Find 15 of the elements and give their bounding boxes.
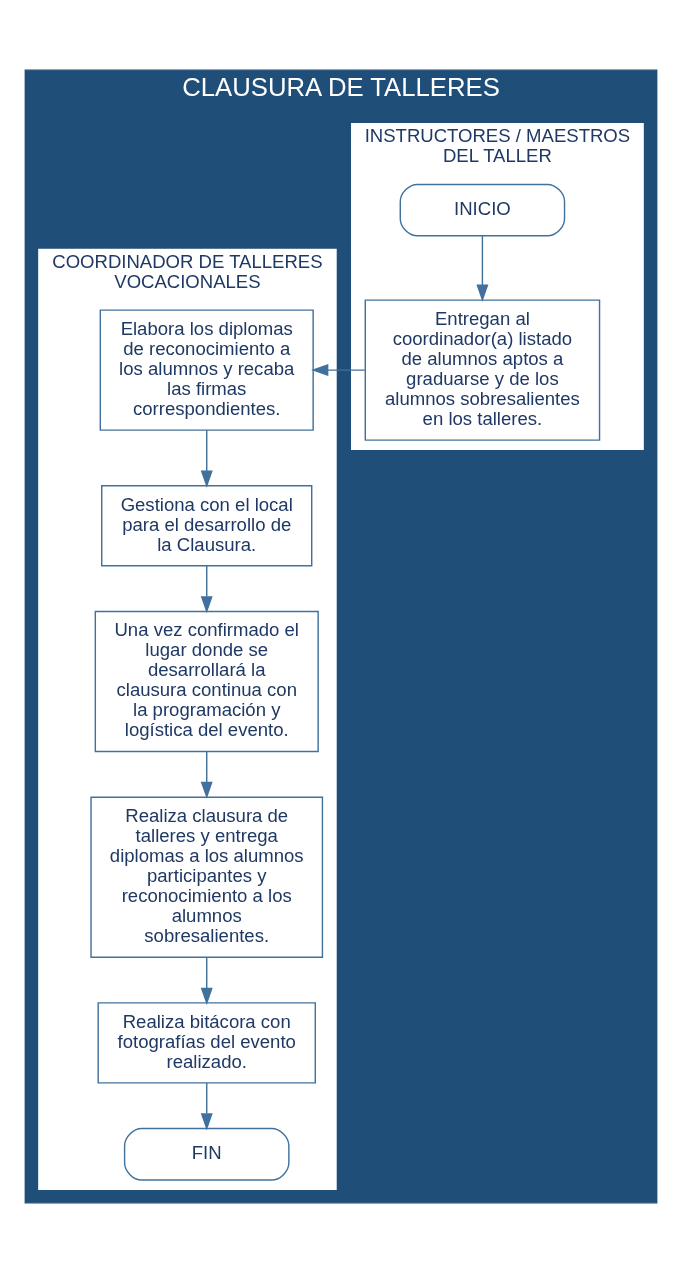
node-box: Una vez confirmado el lugar donde se desarrollará la clausura continua con la programación y logística del evento. xyxy=(94,610,319,752)
arrow xyxy=(311,363,366,376)
arrow xyxy=(200,750,213,799)
node-box: Gestiona con el local para el desarrollo de la Clausura. xyxy=(101,484,313,566)
node-box: Elabora los diplomas de reconocimiento a los alumnos y recaba las firmas correspondientes. xyxy=(99,308,314,431)
node-box: FIN xyxy=(123,1127,290,1181)
arrow xyxy=(200,428,213,488)
arrow xyxy=(476,234,489,302)
node-box: INICIO xyxy=(399,183,566,237)
node-box: Realiza bitácora con fotografías del evento realizado. xyxy=(97,1001,316,1084)
arrow xyxy=(200,1081,213,1130)
arrow xyxy=(200,564,213,613)
node-box: Entregan al coordinador(a) listado de alumnos aptos a graduarse y de los alumnos sobresalientes en los talleres. xyxy=(364,298,601,441)
node-box: Realiza clausura de talleres y entrega diplomas a los alumnos participantes y reconocimiento a los alumnos sobresalientes. xyxy=(90,795,324,958)
arrow xyxy=(200,956,213,1005)
